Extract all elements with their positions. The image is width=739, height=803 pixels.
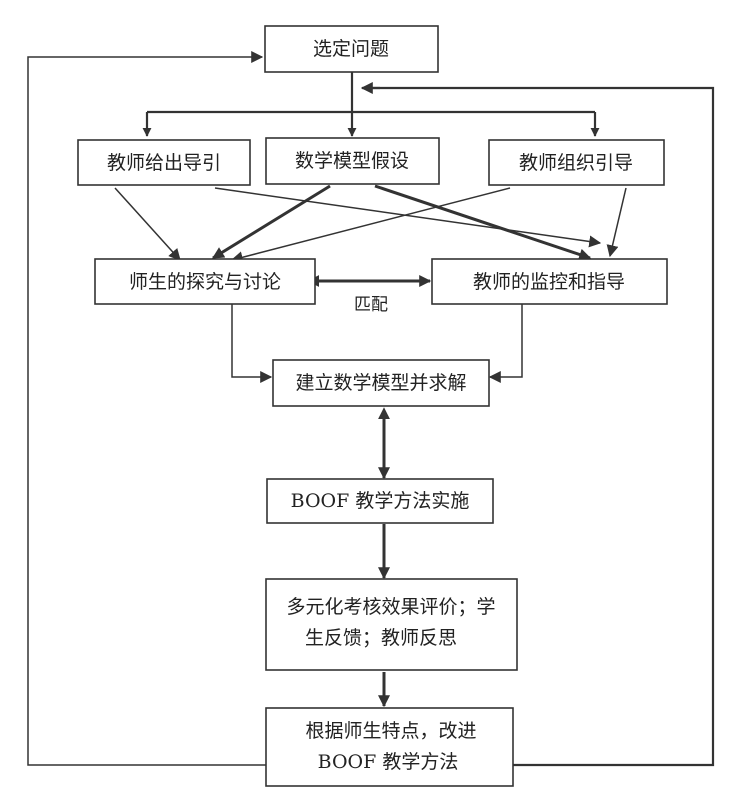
edge-feedback-left <box>27 51 266 766</box>
connectors <box>27 51 715 767</box>
node-boof-implement: BOOF 教学方法实施 <box>266 478 494 524</box>
edge-feedback-right <box>365 86 715 767</box>
edge-guide-to-monitor <box>214 187 602 248</box>
node-improve: 根据师生特点，改进 BOOF 教学方法 <box>265 707 514 787</box>
node-boof-implement-label: BOOF 教学方法实施 <box>291 490 470 512</box>
node-improve-label-line2: BOOF 教学方法 <box>318 751 459 773</box>
edge-label-match: 匹配 <box>354 295 388 315</box>
node-select-problem: 选定问题 <box>264 25 439 73</box>
node-build-model-label: 建立数学模型并求解 <box>295 372 466 394</box>
node-teacher-monitor-label: 教师的监控和指导 <box>473 271 625 293</box>
edge-hypothesis-to-monitor <box>374 184 592 261</box>
node-explore-discuss: 师生的探究与讨论 <box>94 258 316 305</box>
node-evaluation: 多元化考核效果评价；学 生反馈；教师反思 <box>265 578 518 671</box>
node-improve-label-line1: 根据师生特点，改进 <box>305 720 476 742</box>
node-evaluation-label-line2: 生反馈；教师反思 <box>305 627 457 649</box>
edge-guide-to-explore <box>114 187 181 261</box>
node-model-hypothesis: 数学模型假设 <box>265 137 440 185</box>
node-evaluation-label-line1: 多元化考核效果评价；学 <box>286 596 495 618</box>
edge-organize-to-monitor <box>606 187 627 258</box>
node-teacher-monitor: 教师的监控和指导 <box>431 258 668 305</box>
node-teacher-organize-label: 教师组织引导 <box>519 152 633 174</box>
edge-monitor-to-build <box>488 304 523 383</box>
edge-explore-to-build <box>231 304 273 383</box>
edge-hypothesis-to-explore <box>211 184 331 260</box>
node-select-problem-label: 选定问题 <box>313 38 389 60</box>
edge-organize-to-explore <box>230 187 511 264</box>
node-teacher-guide-label: 教师给出导引 <box>107 152 221 174</box>
node-teacher-guide: 教师给出导引 <box>77 139 251 186</box>
node-explore-discuss-label: 师生的探究与讨论 <box>129 271 281 293</box>
node-teacher-organize: 教师组织引导 <box>488 139 665 186</box>
node-build-model: 建立数学模型并求解 <box>272 359 490 407</box>
node-model-hypothesis-label: 数学模型假设 <box>295 150 409 172</box>
